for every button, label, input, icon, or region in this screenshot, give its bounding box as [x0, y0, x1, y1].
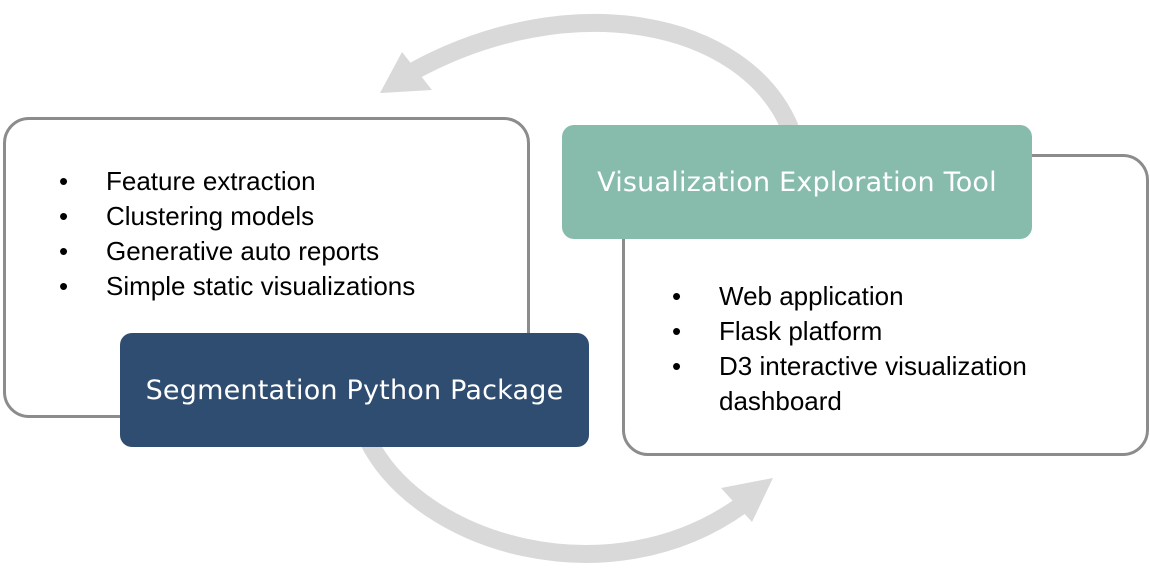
- list-item: • Generative auto reports: [59, 234, 415, 269]
- package-feature-list: • Feature extraction • Clustering models •…: [59, 164, 415, 304]
- bullet-icon: •: [672, 351, 682, 381]
- list-item: • D3 interactive visualization dashboard: [672, 349, 1092, 419]
- list-item: • Feature extraction: [59, 164, 415, 199]
- package-title-box: Segmentation Python Package: [120, 333, 589, 447]
- list-item-text: Flask platform: [719, 316, 883, 346]
- list-item: • Simple static visualizations: [59, 269, 415, 304]
- bullet-icon: •: [59, 166, 69, 196]
- bullet-icon: •: [59, 201, 69, 231]
- bottom-arrowhead: [721, 478, 773, 522]
- list-item-text: Web application: [719, 281, 904, 311]
- package-panel: • Feature extraction • Clustering models •…: [3, 117, 530, 418]
- bullet-icon: •: [59, 236, 69, 266]
- list-item-text: Feature extraction: [106, 166, 316, 196]
- tool-feature-list: • Web application • Flask platform • D3 int…: [672, 279, 1092, 419]
- list-item-text: Clustering models: [106, 201, 315, 231]
- list-item-text: Generative auto reports: [106, 236, 380, 266]
- package-title: Segmentation Python Package: [145, 374, 564, 406]
- bullet-icon: •: [59, 271, 69, 301]
- top-cycle-arrow: [407, 14, 799, 132]
- bottom-cycle-arrow: [359, 435, 748, 563]
- tool-title: Visualization Exploration Tool: [597, 166, 997, 198]
- list-item: • Web application: [672, 279, 1092, 314]
- list-item: • Clustering models: [59, 199, 415, 234]
- bullet-icon: •: [672, 316, 682, 346]
- list-item: • Flask platform: [672, 314, 1092, 349]
- tool-title-box: Visualization Exploration Tool: [562, 125, 1032, 239]
- top-arrowhead: [380, 52, 432, 93]
- bullet-icon: •: [672, 281, 682, 311]
- list-item-text: D3 interactive visualization dashboard: [719, 351, 1027, 416]
- list-item-text: Simple static visualizations: [106, 271, 416, 301]
